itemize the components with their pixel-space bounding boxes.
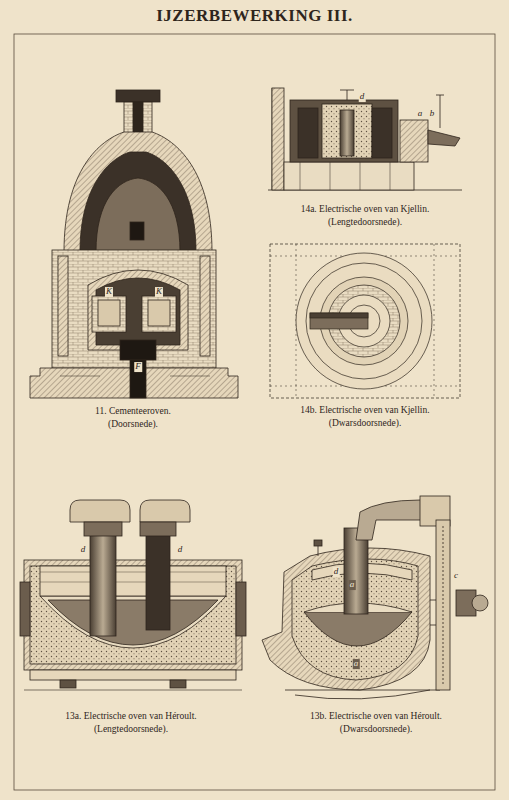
figure-subcaption: (Lengtedoorsnede). — [94, 724, 168, 734]
figure-subcaption: (Lengtedoorsnede). — [328, 217, 402, 227]
heroult-furnace-cross — [262, 496, 488, 699]
figure-caption: 13b. Electrische oven van Héroult. — [310, 711, 442, 721]
part-letter: a — [353, 659, 360, 669]
part-letter: c — [453, 571, 459, 581]
part-letter: a — [349, 580, 356, 590]
figure-caption: 11. Cementeeroven. — [95, 406, 171, 416]
figure-subcaption: (Dwarsdoorsnede). — [340, 724, 413, 734]
part-letter: K — [105, 287, 113, 297]
figure-caption: 14b. Electrische oven van Kjellin. — [300, 405, 429, 415]
part-letter: K — [155, 287, 163, 297]
kjellin-furnace-longitudinal — [268, 88, 462, 190]
part-letter: a — [417, 109, 424, 119]
cementation-furnace — [30, 90, 238, 398]
part-letter: d — [333, 567, 340, 577]
figure-subcaption: (Dwarsdoorsnede). — [329, 418, 402, 428]
plate-title: IJZERBEWERKING III. — [0, 6, 509, 26]
kjellin-furnace-plan — [270, 244, 460, 398]
plate-border — [14, 34, 495, 790]
figure-caption: 14a. Electrische oven van Kjellin. — [301, 204, 430, 214]
part-letter: b — [429, 109, 436, 119]
part-letter: d — [359, 92, 366, 102]
part-letter: F — [134, 362, 142, 372]
part-letter: d — [177, 545, 184, 555]
figure-subcaption: (Doorsnede). — [108, 419, 158, 429]
part-letter: d — [80, 545, 87, 555]
heroult-furnace-longitudinal — [20, 500, 246, 690]
figure-caption: 13a. Electrische oven van Héroult. — [65, 711, 196, 721]
